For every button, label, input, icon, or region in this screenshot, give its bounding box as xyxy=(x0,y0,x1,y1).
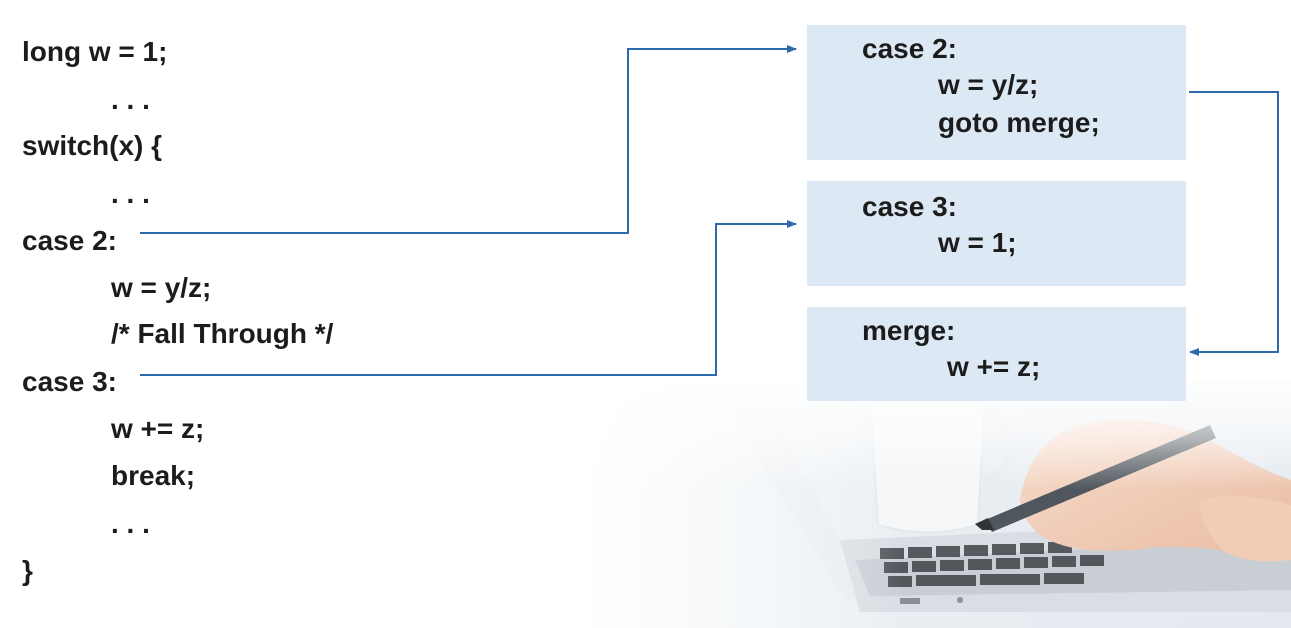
code-line-long-w: long w = 1; xyxy=(22,36,168,67)
case-3-block: case 3: w = 1; xyxy=(807,181,1186,286)
code-line-ellipsis: . . . xyxy=(111,84,150,115)
code-line-ellipsis: . . . xyxy=(111,508,150,539)
code-line-case-2: case 2: xyxy=(22,225,117,256)
case-3-block-label: case 3: xyxy=(862,191,957,222)
merge-block-stmt-add: w += z; xyxy=(947,351,1041,382)
arrow-goto-merge xyxy=(1189,91,1279,356)
code-line-ellipsis: . . . xyxy=(111,178,150,209)
code-line-break: break; xyxy=(111,460,196,491)
code-line-w-assign: w = y/z; xyxy=(111,272,212,303)
case-2-block-stmt-goto: goto merge; xyxy=(938,107,1100,138)
code-line-case-3: case 3: xyxy=(22,366,117,397)
case-2-block-label: case 2: xyxy=(862,33,957,64)
code-line-fall-through-comment: /* Fall Through */ xyxy=(111,318,334,349)
case-2-block-stmt-divide: w = y/z; xyxy=(938,69,1039,100)
case-3-block-stmt-assign: w = 1; xyxy=(938,227,1017,258)
merge-block-label: merge: xyxy=(862,315,956,346)
arrow-case-3-to-block xyxy=(140,220,797,376)
code-line-w-plus-equals: w += z; xyxy=(111,413,205,444)
code-line-switch: switch(x) { xyxy=(22,130,163,161)
code-line-closing-brace: } xyxy=(22,555,33,586)
case-2-block: case 2: w = y/z; goto merge; xyxy=(807,25,1186,160)
merge-block: merge: w += z; xyxy=(807,307,1186,401)
arrow-case-2-to-block xyxy=(140,45,797,234)
